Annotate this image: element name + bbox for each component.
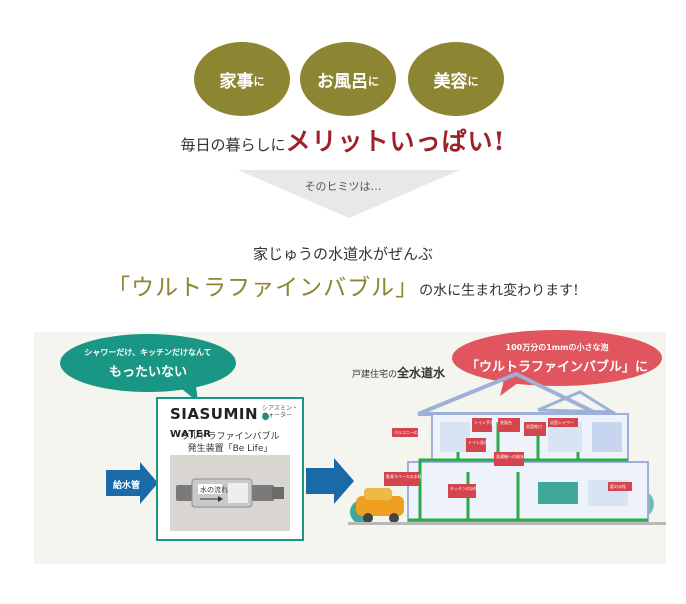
label-washer: 洗濯機への給水	[496, 453, 524, 459]
label-shower: 浴室シャワー	[550, 419, 574, 425]
device-photo: 水の流れ	[170, 455, 290, 531]
merit-prefix: 毎日の暮らしに	[180, 136, 286, 154]
benefit-suffix: に	[253, 75, 265, 88]
bubble-small-text: シャワーだけ、キッチンだけなんて	[84, 347, 212, 357]
house-illustration: バルコニーの水栓 トイレ手洗い 洗面台 浴室蛇口 浴室シャワー トイレ洗浄水 洗…	[348, 372, 666, 525]
device-flow-label: 水の流れ	[200, 485, 228, 494]
device-card: SIASUMIN ● WATER シアスミン・ウォーター ウルトラファインバブル…	[156, 397, 304, 541]
benefit-main: 美容	[433, 71, 468, 92]
bubble-small-text: 100万分の1mmの小さな泡	[505, 342, 609, 352]
label-toilet-hand: トイレ手洗い	[474, 419, 498, 425]
benefit-main: 家事	[219, 71, 254, 92]
merit-heading: 毎日の暮らしにメリットいっぱい!	[0, 122, 686, 158]
benefit-circle-housework: 家事に	[194, 42, 290, 116]
benefit-main: お風呂	[317, 71, 368, 92]
pipe-label: 給水管	[113, 481, 141, 491]
label-garden: 庭の水栓	[610, 483, 626, 489]
headline-ufb: 「ウルトラファインバブル」	[107, 275, 420, 301]
label-kitchen: キッチンの水栓	[450, 485, 478, 491]
flow-arrow	[306, 458, 354, 504]
merit-emphasis: メリットいっぱい!	[285, 127, 506, 156]
label-toilet-flush: トイレ洗浄水	[468, 439, 492, 445]
benefit-suffix: に	[467, 75, 479, 88]
speech-bubble-left: シャワーだけ、キッチンだけなんて もったいない	[60, 334, 236, 392]
down-triangle-graphic	[238, 170, 460, 218]
bubble-big-text: 「ウルトラファインバブル」に	[465, 359, 648, 375]
secret-label: そのヒミツは…	[304, 180, 382, 193]
label-bath-faucet: 浴室蛇口	[526, 423, 542, 429]
label-parking: 駐車スペースの水栓	[386, 473, 422, 479]
benefit-circle-beauty: 美容に	[408, 42, 504, 116]
headline-tail: の水に生まれ変わります!	[419, 283, 579, 299]
device-title1: ウルトラファインバブル	[180, 432, 280, 442]
brand-sub: シアスミン・ウォーター	[262, 405, 299, 419]
label-washbasin: 洗面台	[500, 419, 512, 425]
pipe-arrow	[106, 462, 158, 504]
headline-line1: 家じゅうの水道水がぜんぶ	[252, 245, 433, 263]
label-balcony: バルコニーの水栓	[394, 429, 426, 435]
brand-logo: SIASUMIN ● WATER	[170, 405, 271, 440]
device-title2: 発生装置「Be Life」	[187, 444, 273, 454]
bubble-big-text: もったいない	[108, 364, 187, 380]
headline-line2: 「ウルトラファインバブル」の水に生まれ変わります!	[0, 268, 686, 302]
speech-bubble-right: 100万分の1mmの小さな泡 「ウルトラファインバブル」に	[452, 330, 662, 386]
house-title: 戸建住宅の全水道水	[352, 366, 446, 380]
bubble-tail-right	[500, 380, 522, 396]
benefit-suffix: に	[368, 75, 379, 88]
benefit-circle-bath: お風呂に	[300, 42, 396, 116]
